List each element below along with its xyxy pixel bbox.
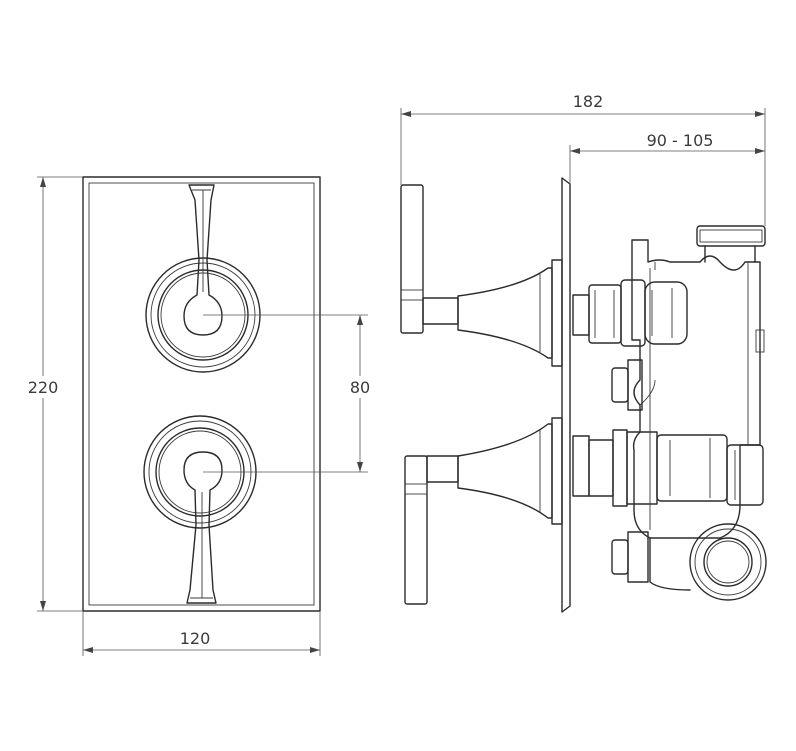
lower-handle (143, 415, 257, 604)
dimension-overall-depth: 182 (400, 92, 766, 226)
dimension-projection: 90 - 105 (569, 131, 765, 184)
plate-height-label: 220 (28, 378, 59, 397)
handle-spacing-label: 80 (350, 378, 370, 397)
projection-label: 90 - 105 (647, 131, 714, 150)
dimension-plate-width: 120 (82, 611, 321, 656)
cover-plate-outer (82, 176, 321, 612)
upper-handle (145, 184, 261, 373)
side-view (400, 177, 767, 613)
dimension-handle-spacing: 80 (346, 315, 376, 472)
overall-depth-label: 182 (573, 92, 604, 111)
cover-plate-inner (88, 182, 315, 606)
plate-width-label: 120 (180, 629, 211, 648)
front-view (82, 176, 368, 612)
dimension-plate-height: 220 (26, 176, 83, 612)
